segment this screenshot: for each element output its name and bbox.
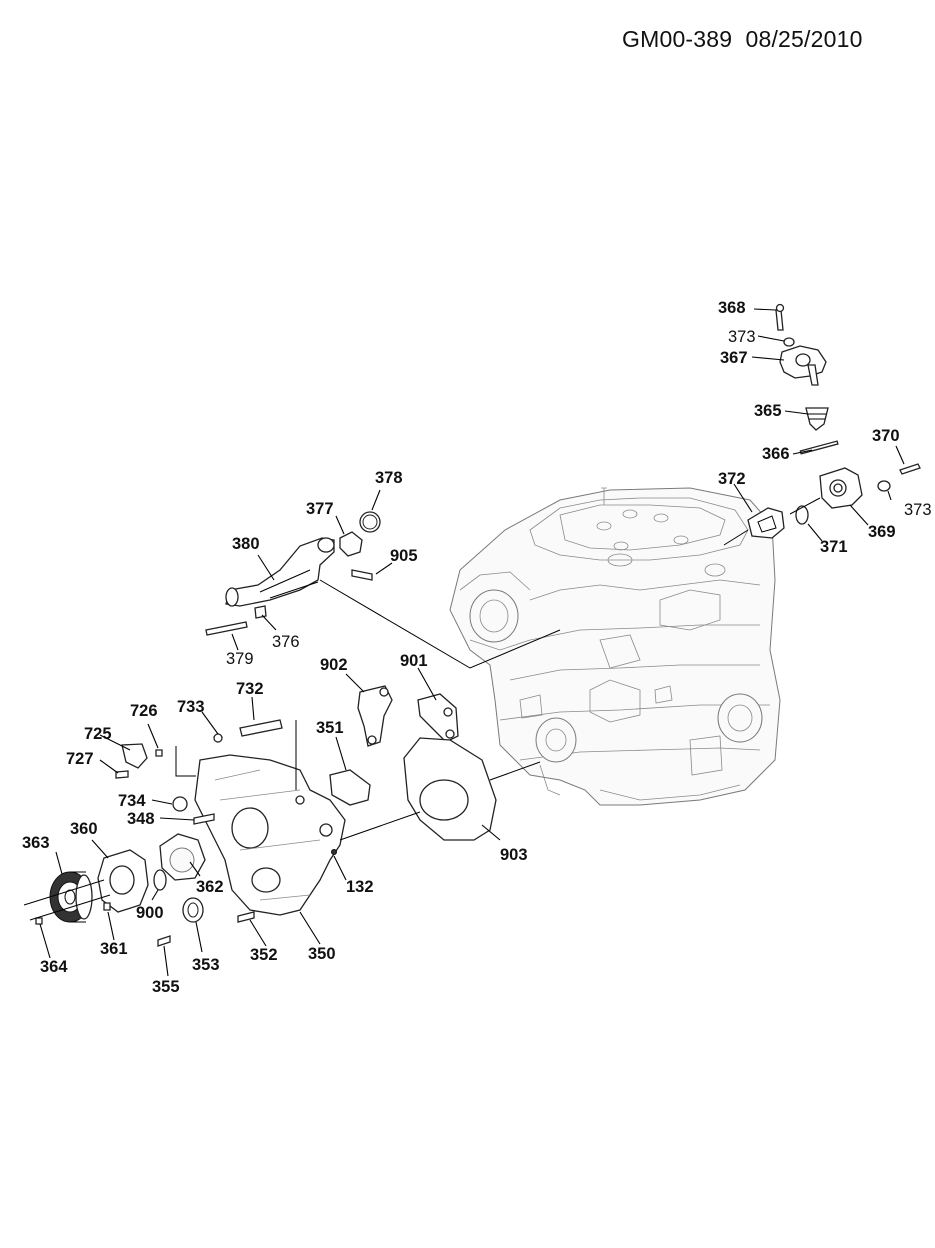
washer-373-lower xyxy=(877,480,891,492)
callout-370: 370 xyxy=(872,427,900,445)
bolt-355 xyxy=(157,935,171,947)
bolt-376 xyxy=(254,605,267,619)
callout-902: 902 xyxy=(320,656,348,674)
seal-734 xyxy=(172,796,188,812)
document-id: GM00-389 xyxy=(622,26,733,52)
oring-900 xyxy=(153,869,167,891)
callout-727: 727 xyxy=(66,750,94,768)
callout-905: 905 xyxy=(390,547,418,565)
callout-376: 376 xyxy=(272,633,300,651)
callout-364: 364 xyxy=(40,958,68,976)
bolt-379 xyxy=(205,621,248,636)
leader-lines xyxy=(23,308,905,977)
sensor-732 xyxy=(239,719,283,737)
callout-355: 355 xyxy=(152,978,180,996)
bolt-733 xyxy=(213,733,223,743)
callout-377: 377 xyxy=(306,500,334,518)
callout-350: 350 xyxy=(308,945,336,963)
callout-372: 372 xyxy=(718,470,746,488)
balancer-pump-group xyxy=(35,849,149,925)
oring-371 xyxy=(795,505,809,525)
callout-734: 734 xyxy=(118,792,146,810)
callout-901: 901 xyxy=(400,652,428,670)
engine-assembly-illustration xyxy=(449,487,781,806)
callout-366: 366 xyxy=(762,445,790,463)
callout-353: 353 xyxy=(192,956,220,974)
bolt-370 xyxy=(899,463,921,475)
callout-labels: 368 373 367 365 366 370 373 372 371 369 … xyxy=(22,299,932,996)
bolt-368 xyxy=(775,309,784,331)
coolant-pipe-380 xyxy=(225,537,335,607)
callout-725: 725 xyxy=(84,725,112,743)
callout-348: 348 xyxy=(127,810,155,828)
callout-373-upper: 373 xyxy=(728,328,756,346)
coolant-pipe-group xyxy=(205,511,381,636)
callout-369: 369 xyxy=(868,523,896,541)
gasket-372 xyxy=(747,507,785,539)
callout-900: 900 xyxy=(136,904,164,922)
callout-368: 368 xyxy=(718,299,746,317)
diagram-header: GM00-389 08/25/2010 xyxy=(622,26,863,53)
front-cover-350 xyxy=(194,754,346,916)
callout-903: 903 xyxy=(500,846,528,864)
callout-373-lower: 373 xyxy=(904,501,932,519)
sensor-725 xyxy=(121,743,148,769)
seal-726 xyxy=(155,749,163,757)
bolt-727 xyxy=(115,770,129,779)
callout-351: 351 xyxy=(316,719,344,737)
callout-378: 378 xyxy=(375,469,403,487)
washer-373-upper xyxy=(783,337,795,347)
seal-366 xyxy=(799,440,839,455)
callout-365: 365 xyxy=(754,402,782,420)
stud-905 xyxy=(351,569,373,581)
dowel-132 xyxy=(331,849,337,855)
thermostat-housing-group xyxy=(747,303,921,539)
callout-726: 726 xyxy=(130,702,158,720)
callout-363: 363 xyxy=(22,834,50,852)
timing-cover-group xyxy=(115,719,371,947)
callout-360: 360 xyxy=(70,820,98,838)
callout-361: 361 xyxy=(100,940,128,958)
bolt-364 xyxy=(35,917,43,925)
callout-371: 371 xyxy=(820,538,848,556)
callout-367: 367 xyxy=(720,349,748,367)
callout-733: 733 xyxy=(177,698,205,716)
bolt-352 xyxy=(237,911,255,923)
bolt-348 xyxy=(193,813,215,825)
callout-379: 379 xyxy=(226,650,254,668)
gasket-377 xyxy=(339,531,363,557)
bracket-group xyxy=(357,685,459,747)
gasket-351 xyxy=(329,769,371,806)
callout-732: 732 xyxy=(236,680,264,698)
document-date: 08/25/2010 xyxy=(745,26,863,52)
callout-362: 362 xyxy=(196,878,224,896)
callout-132: 132 xyxy=(346,878,374,896)
bolt-361 xyxy=(103,902,111,911)
callout-380: 380 xyxy=(232,535,260,553)
callout-352: 352 xyxy=(250,946,278,964)
